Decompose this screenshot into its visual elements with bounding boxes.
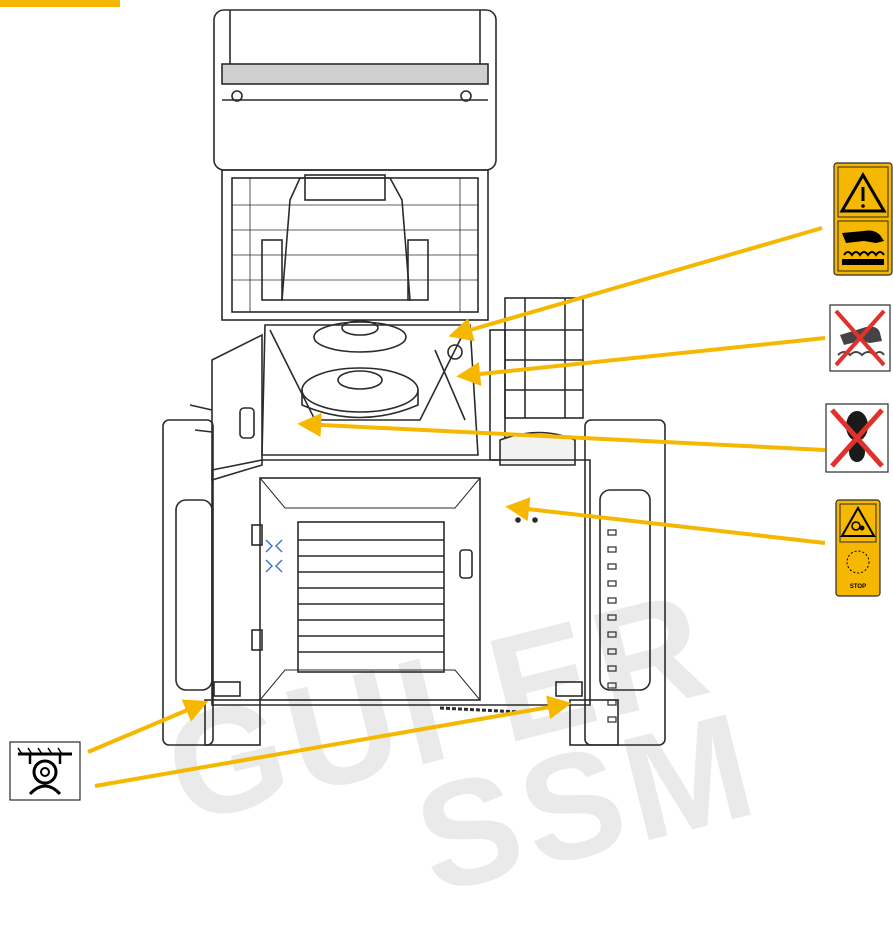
cab-canopy <box>213 9 497 171</box>
no-step-icon <box>825 403 889 473</box>
arrow-rotating-parts <box>505 497 826 545</box>
main-chassis <box>211 459 591 714</box>
stop-label: STOP <box>850 584 866 590</box>
machine-diagram: STOP <box>9 9 893 801</box>
right-track <box>569 419 666 746</box>
right-ladder <box>489 297 584 466</box>
header-color-tab <box>0 0 120 7</box>
feed-hopper <box>261 320 479 456</box>
blue-markings <box>265 539 283 573</box>
callout-arrows <box>87 226 826 788</box>
operator-cage <box>221 169 489 321</box>
rotating-parts-stop-icon: STOP <box>835 499 881 597</box>
no-hand-contact-icon <box>829 304 891 372</box>
machine-drawing <box>162 9 666 746</box>
arrow-no-step <box>297 412 826 452</box>
hot-surface-warning-icon <box>833 162 893 276</box>
left-side-panel <box>189 333 263 482</box>
tie-down-point-icon <box>9 741 81 801</box>
arrow-hot-surface <box>448 226 823 342</box>
arrow-tie-down-right <box>94 695 572 788</box>
arrow-tie-down-left <box>87 699 209 754</box>
arrow-no-hand <box>456 336 826 386</box>
